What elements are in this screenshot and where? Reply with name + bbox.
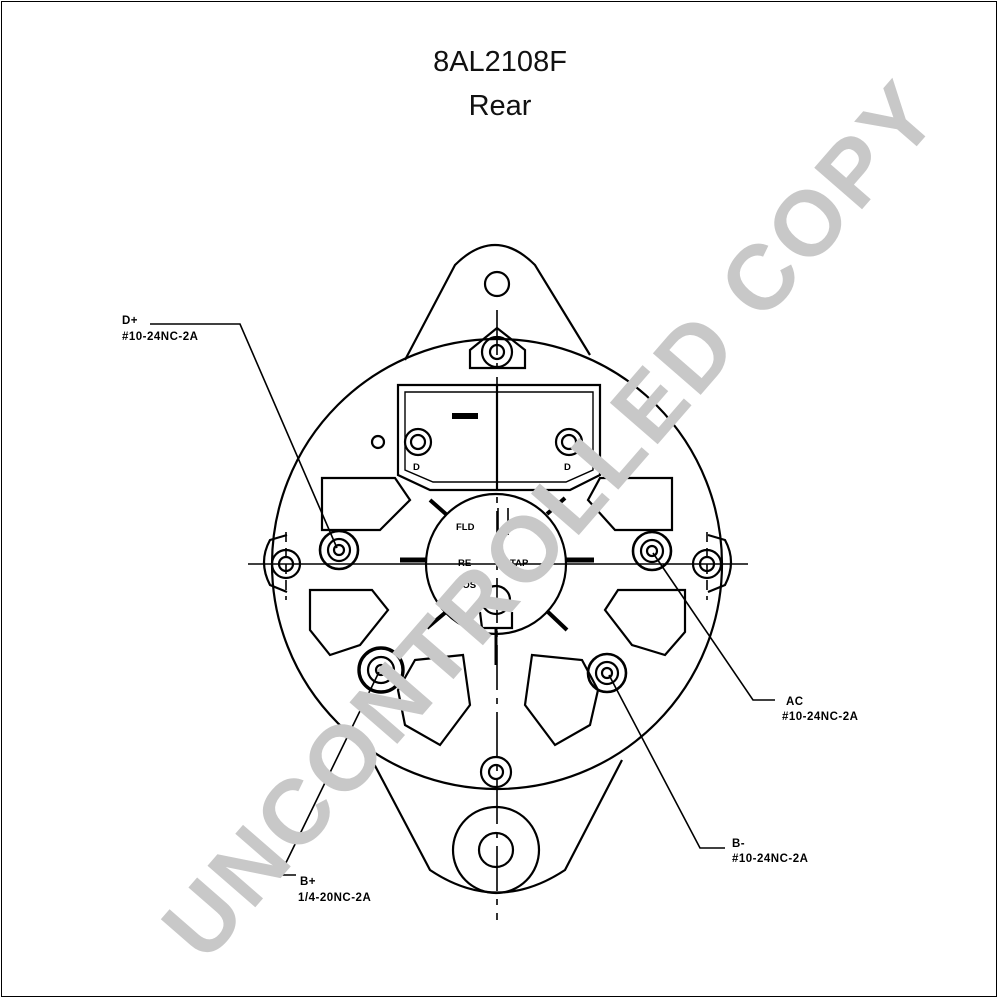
bottom-ear-hole: [477, 831, 515, 869]
ac-leader: [652, 552, 775, 701]
regulator-right-stud: [554, 427, 584, 457]
b-plus-leader: [278, 671, 380, 876]
ac-terminal: [631, 530, 673, 572]
fld-mark: FLD: [456, 522, 475, 533]
vent-slot: [320, 476, 412, 532]
bottom-ear-boss: [451, 805, 541, 895]
d-right-mark: D: [564, 462, 571, 473]
part-number-title: 8AL2108F: [433, 46, 567, 78]
regulator-slot: [452, 413, 478, 419]
b-minus-terminal: [586, 652, 628, 694]
bottom-housing-bolt: [479, 755, 513, 789]
pos-mark: POS: [456, 580, 476, 591]
ac-label: AC: [786, 696, 804, 708]
regulator-box: [396, 383, 602, 492]
d-plus-thread: #10-24NC-2A: [122, 331, 198, 343]
tap-mark: TAP: [510, 558, 529, 569]
vent-slot: [523, 653, 600, 747]
right-side-ear: [707, 533, 733, 594]
vent-slot: [586, 476, 674, 532]
left-side-ear: [262, 533, 288, 594]
d-left-mark: D: [413, 462, 420, 473]
b-plus-label: B+: [300, 876, 316, 888]
view-subtitle: Rear: [468, 90, 532, 122]
d-plus-terminal: [318, 529, 360, 571]
b-minus-thread: #10-24NC-2A: [732, 853, 808, 865]
b-minus-label: B-: [732, 838, 745, 850]
top-mounting-ear: [404, 244, 591, 361]
d-plus-leader: [150, 323, 338, 549]
vent-slot: [603, 588, 687, 657]
small-hole: [370, 434, 386, 450]
b-plus-thread: 1/4-20NC-2A: [298, 892, 371, 904]
r-mark: RE: [458, 558, 471, 569]
d-plus-label: D+: [122, 315, 138, 327]
vent-slot: [308, 588, 390, 657]
vent-slot: [396, 653, 472, 747]
watermark-text: UNCONTROLLED COPY: [143, 61, 959, 978]
b-plus-terminal: [357, 646, 405, 694]
b-minus-leader: [608, 674, 725, 849]
ac-thread: #10-24NC-2A: [782, 711, 858, 723]
top-ear-hole: [483, 270, 511, 298]
regulator-left-stud: [403, 427, 433, 457]
